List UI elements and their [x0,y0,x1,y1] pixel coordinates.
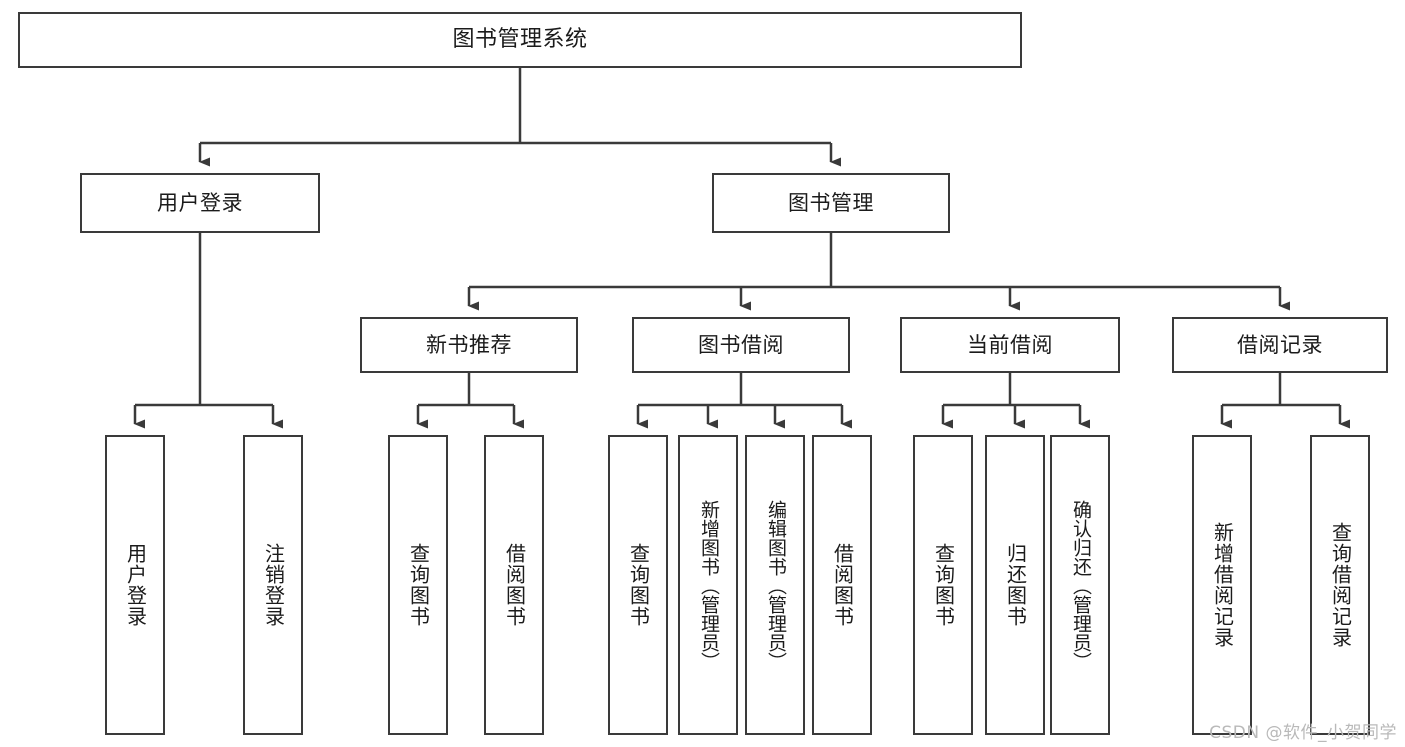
node-borrow-record[interactable]: 借阅记录 [1172,317,1388,373]
node-user-login[interactable]: 用户登录 [80,173,320,233]
node-leaf-query-book-3[interactable]: 查询图书 [913,435,973,735]
node-leaf-add-record[interactable]: 新增借阅记录 [1192,435,1252,735]
node-leaf-user-logout[interactable]: 注销登录 [243,435,303,735]
node-new-book-rec[interactable]: 新书推荐 [360,317,578,373]
node-label: 归还图书 [1003,543,1028,627]
node-label: 新书推荐 [426,332,512,357]
node-book-borrow[interactable]: 图书借阅 [632,317,850,373]
node-label: 确认归还（管理员） [1069,499,1092,671]
node-label: 用户登录 [123,543,148,627]
node-leaf-return-book[interactable]: 归还图书 [985,435,1045,735]
node-label: 新增图书（管理员） [697,499,720,671]
node-label: 借阅记录 [1237,332,1323,357]
node-leaf-user-login[interactable]: 用户登录 [105,435,165,735]
node-label: 当前借阅 [967,332,1053,357]
node-book-manage[interactable]: 图书管理 [712,173,950,233]
node-label: 图书管理 [788,190,874,215]
node-current-borrow[interactable]: 当前借阅 [900,317,1120,373]
node-label: 借阅图书 [830,543,855,627]
node-label: 新增借阅记录 [1210,522,1235,648]
node-leaf-confirm-return[interactable]: 确认归还（管理员） [1050,435,1110,735]
node-leaf-add-book[interactable]: 新增图书（管理员） [678,435,738,735]
node-leaf-query-record[interactable]: 查询借阅记录 [1310,435,1370,735]
node-label: 查询借阅记录 [1328,522,1353,648]
node-leaf-edit-book[interactable]: 编辑图书（管理员） [745,435,805,735]
node-label: 借阅图书 [502,543,527,627]
node-label: 编辑图书（管理员） [764,499,787,671]
node-label: 注销登录 [261,543,286,627]
node-leaf-borrow-book-1[interactable]: 借阅图书 [484,435,544,735]
node-label: 图书管理系统 [452,27,588,53]
node-label: 图书借阅 [698,332,784,357]
node-label: 用户登录 [157,190,243,215]
node-label: 查询图书 [406,543,431,627]
node-leaf-query-book-1[interactable]: 查询图书 [388,435,448,735]
node-label: 查询图书 [931,543,956,627]
node-root[interactable]: 图书管理系统 [18,12,1022,68]
node-leaf-query-book-2[interactable]: 查询图书 [608,435,668,735]
node-leaf-borrow-book-2[interactable]: 借阅图书 [812,435,872,735]
node-label: 查询图书 [626,543,651,627]
watermark-text: CSDN @软件_小贺同学 [1209,723,1397,743]
